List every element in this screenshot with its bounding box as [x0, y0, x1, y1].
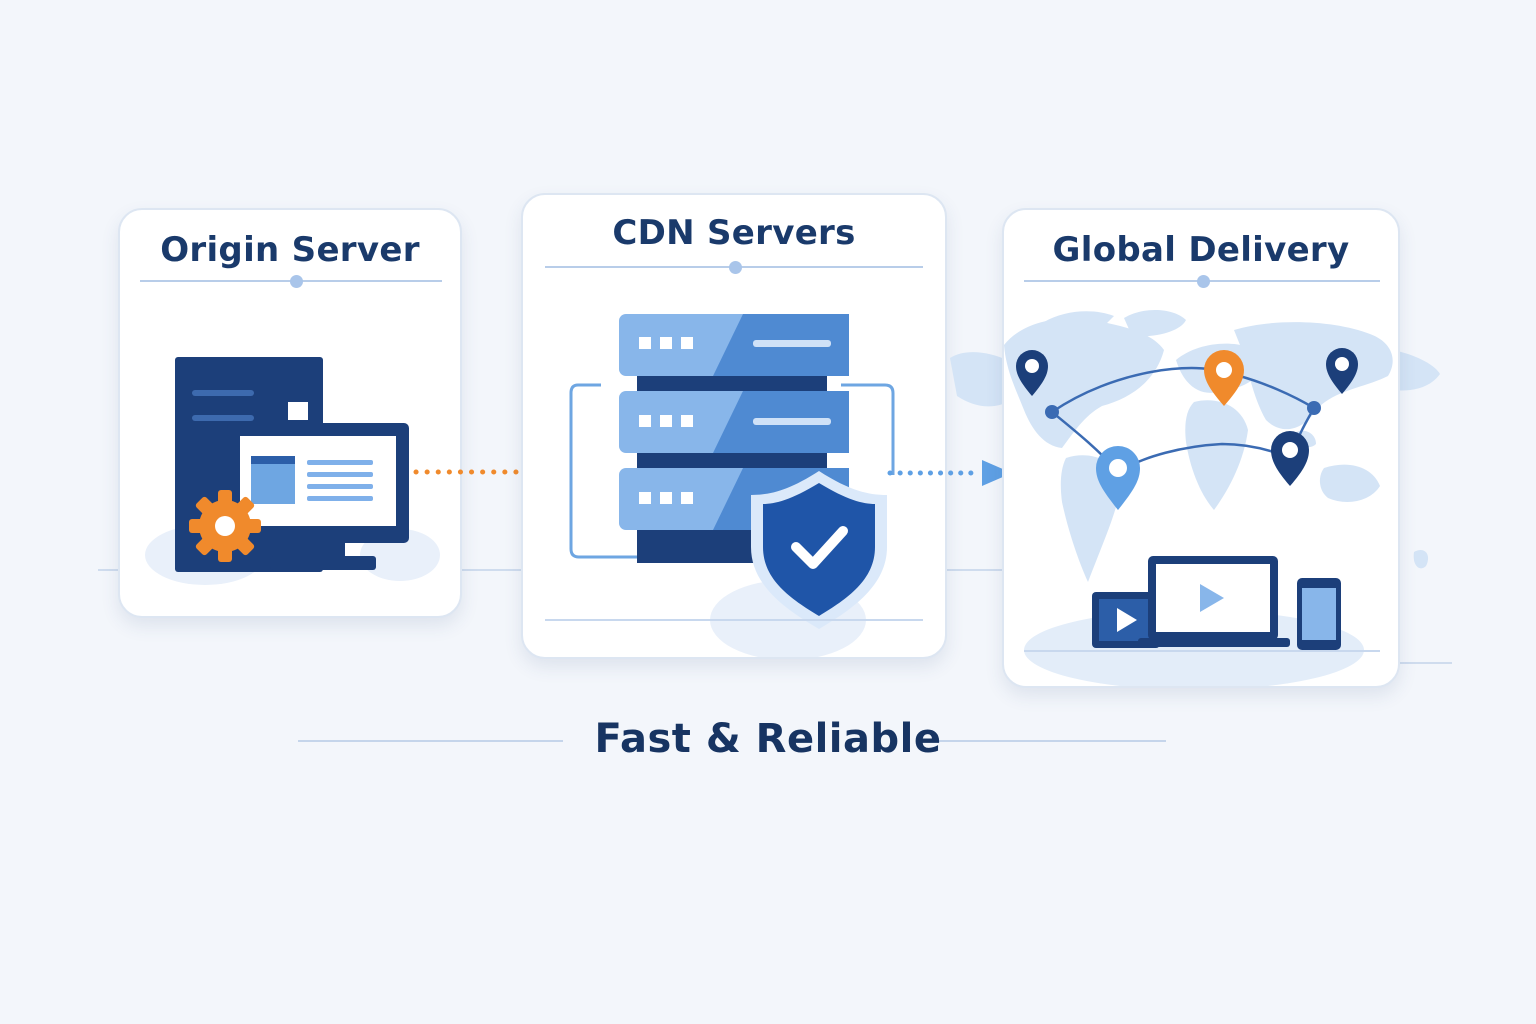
cdn-servers-card: CDN Servers: [521, 193, 947, 659]
title-divider-dot: [290, 275, 303, 288]
world-map-spill-right: [1392, 350, 1440, 569]
laptop-icon: [1138, 556, 1290, 647]
location-pin-icon: [1016, 350, 1048, 396]
route-node: [1307, 401, 1321, 415]
cdn-to-global-arrow: [887, 460, 1012, 486]
location-pin-icon-orange: [1204, 350, 1244, 406]
tagline-rule-right: [916, 740, 1166, 742]
title-divider-dot: [1197, 275, 1210, 288]
world-map-icon: [1004, 309, 1393, 582]
monitor-icon: [227, 423, 409, 570]
card-title: Global Delivery: [1052, 230, 1350, 270]
flow-baseline-right: [1395, 662, 1452, 664]
location-pin-icon: [1326, 348, 1358, 394]
gear-icon: [189, 490, 261, 562]
global-delivery-card: Global Delivery: [1002, 208, 1400, 688]
video-player-icon: [1092, 592, 1160, 648]
card-title: CDN Servers: [612, 213, 856, 253]
location-pin-icon: [1271, 431, 1309, 486]
global-delivery-illustration: [1004, 309, 1393, 686]
tagline-rule-left: [298, 740, 563, 742]
world-map-spill: [950, 352, 1011, 407]
card-title: Origin Server: [160, 230, 420, 270]
shield-check-icon: [751, 471, 887, 629]
origin-server-card: Origin Server: [118, 208, 462, 618]
title-divider-dot: [729, 261, 742, 274]
smartphone-icon: [1297, 578, 1341, 650]
location-pin-icon-light: [1096, 446, 1140, 510]
route-node: [1045, 405, 1059, 419]
tagline: Fast & Reliable: [594, 716, 942, 762]
origin-server-illustration: [145, 357, 440, 585]
cdn-servers-illustration: [545, 314, 923, 657]
